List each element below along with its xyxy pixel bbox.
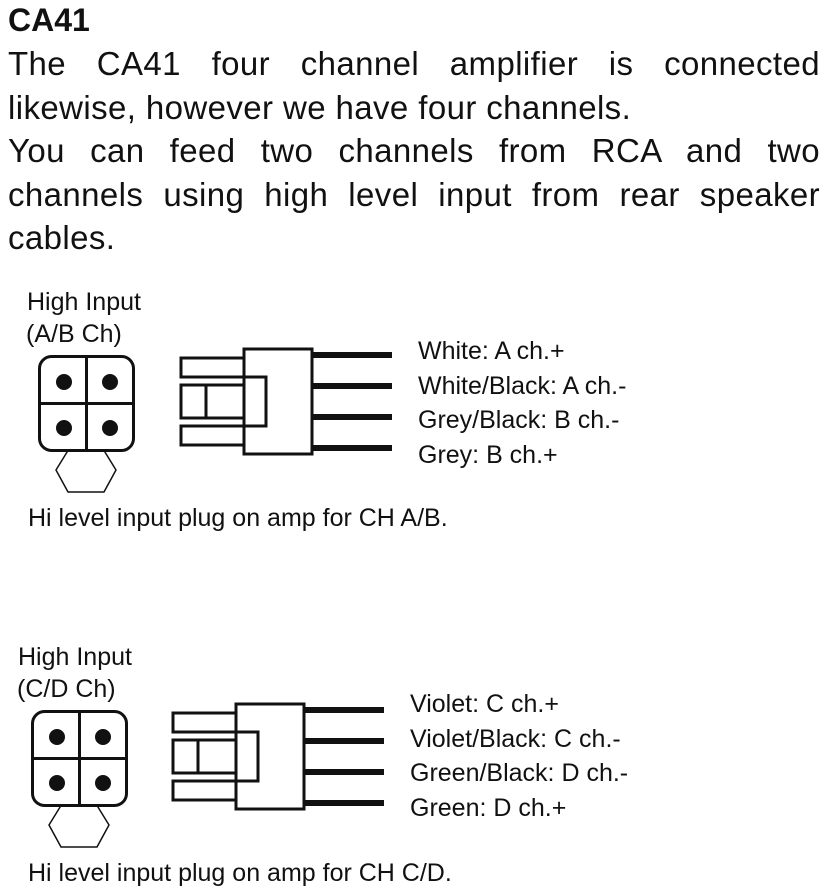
section-ab-label-line1: High Input [27, 288, 141, 316]
socket-ab-plug-icon [38, 355, 135, 493]
intro-text: The CA41 four channel amplifier is conne… [8, 42, 820, 260]
connector-ab-wires-icon [312, 352, 392, 451]
caption-cd: Hi level input plug on amp for CH C/D. [28, 859, 452, 887]
wire-label: Green/Black: D ch.- [410, 759, 629, 787]
socket-cd-plug-icon [31, 710, 128, 848]
connector-ab-icon [179, 347, 314, 456]
socket-ab-pins-icon [56, 374, 118, 436]
wire-label: Green: D ch.+ [410, 793, 567, 822]
intro-paragraph-2: You can feed two channels from RCA and t… [8, 132, 820, 256]
socket-ab-diagram [38, 355, 135, 493]
connector-cd-icon [171, 702, 306, 811]
section-ab: High Input (A/B Ch) [0, 285, 827, 535]
wire-label: Grey/Black: B ch.- [418, 406, 620, 434]
section-ab-label-line2: (A/B Ch) [26, 320, 122, 348]
wire-list-ab: White: A ch.+ White/Black: A ch.- Grey/B… [418, 334, 626, 472]
wire-list-cd: Violet: C ch.+ Violet/Black: C ch.- Gree… [410, 687, 628, 825]
connector-cd-diagram [171, 702, 384, 811]
wire-label: Violet/Black: C ch.- [410, 724, 621, 753]
section-cd: High Input (C/D Ch) [0, 640, 827, 890]
wire-label: Grey: B ch.+ [418, 440, 558, 469]
section-cd-label-line2: (C/D Ch) [17, 675, 116, 703]
wire-label: White: A ch.+ [418, 337, 565, 365]
caption-ab: Hi level input plug on amp for CH A/B. [28, 504, 448, 532]
connector-ab-diagram [179, 347, 392, 456]
wire-label: Violet: C ch.+ [410, 690, 559, 718]
wire-label: White/Black: A ch.- [418, 371, 627, 400]
section-cd-label-line1: High Input [18, 643, 132, 671]
page-title: CA41 [8, 2, 90, 38]
intro-paragraph-1: The CA41 four channel amplifier is conne… [8, 45, 820, 126]
socket-cd-pins-icon [49, 729, 111, 791]
socket-cd-diagram [31, 710, 128, 848]
connector-cd-wires-icon [304, 707, 384, 806]
